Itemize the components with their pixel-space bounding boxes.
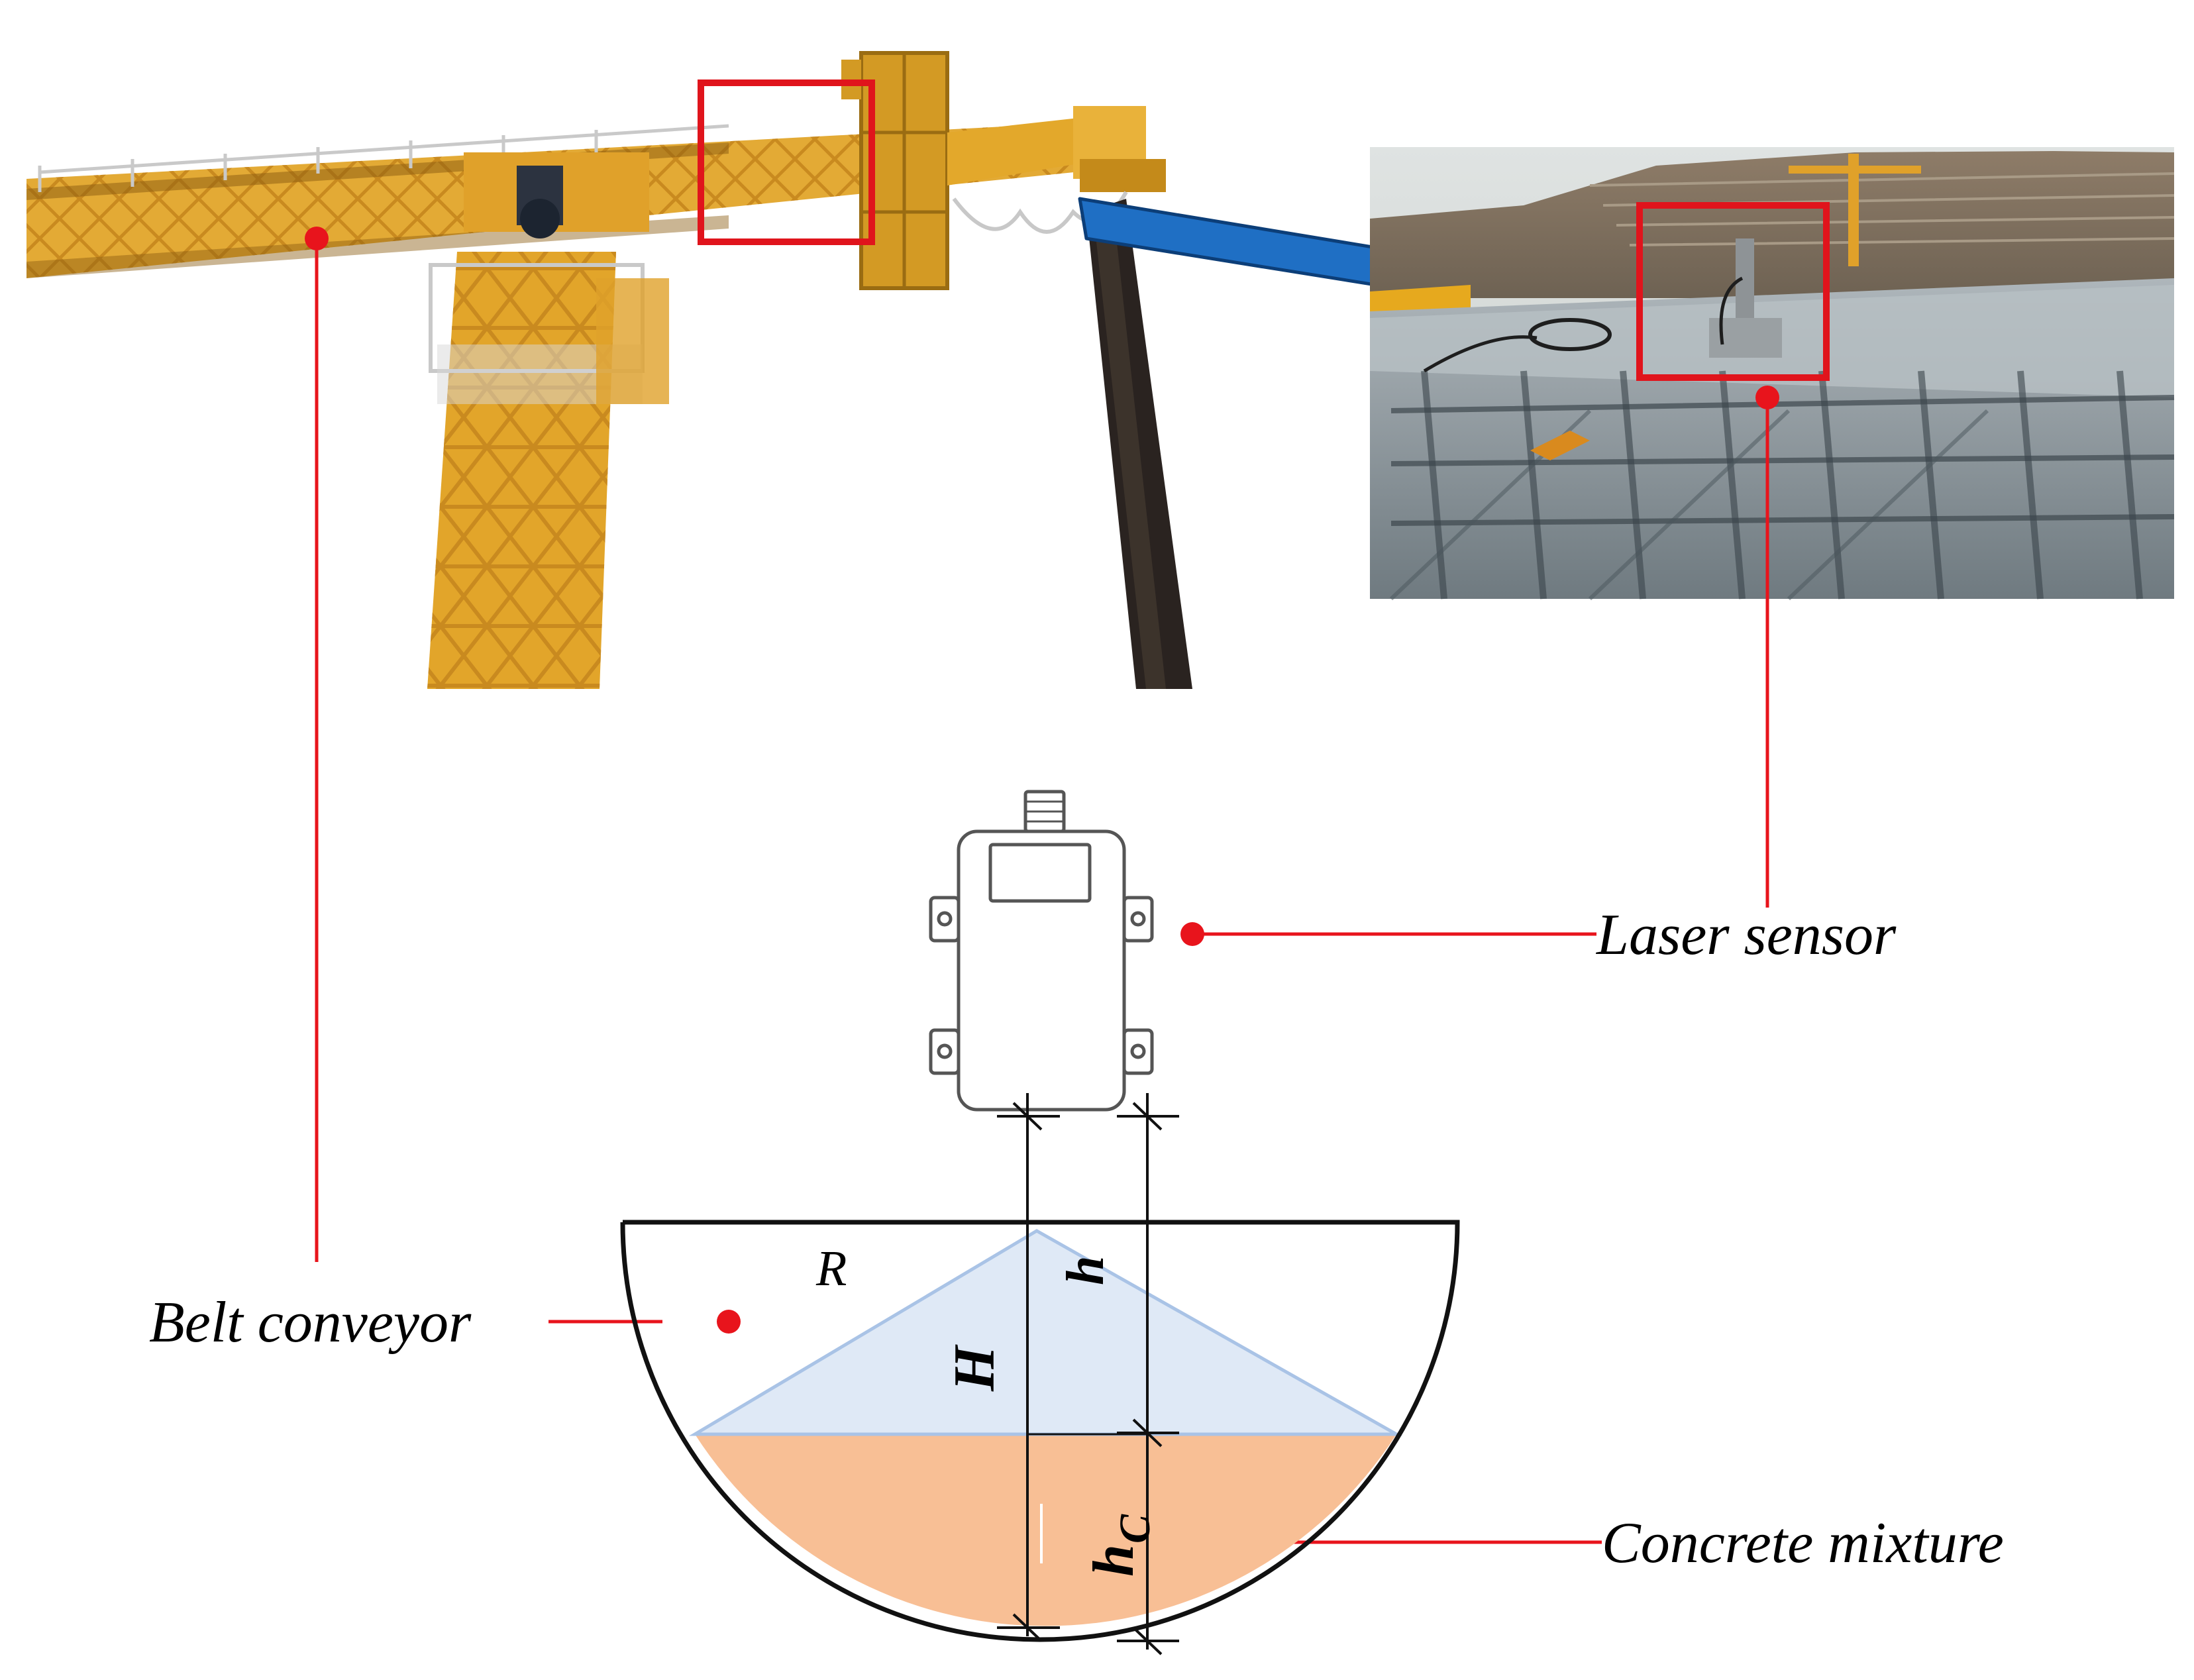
conveyor-cross-section xyxy=(620,1093,1460,1655)
crane-photo xyxy=(26,51,1192,689)
belt-trough-outline xyxy=(620,1220,1460,1642)
laser-sensor-icon xyxy=(929,790,1154,1112)
photo-callout-dot xyxy=(1755,386,1779,409)
total-height-label: H xyxy=(943,1344,1007,1392)
sensor-site-photo xyxy=(1370,147,2175,601)
crane-callout-dot xyxy=(305,227,329,250)
crane-sensor-highlight-box xyxy=(698,79,875,245)
concrete-height-subscript: C xyxy=(1111,1514,1159,1544)
belt-conveyor-callout-dot xyxy=(717,1310,741,1334)
radius-label: R xyxy=(815,1241,847,1296)
laser-sensor-callout-dot xyxy=(1180,922,1204,946)
concrete-height-main-letter: h xyxy=(1082,1544,1146,1577)
callout-lines xyxy=(315,238,1769,1544)
concrete-mixture-label: Concrete mixture xyxy=(1602,1511,2004,1575)
laser-sensor-label: Laser sensor xyxy=(1595,903,1897,967)
sensor-location-highlight-box xyxy=(1636,202,1830,381)
belt-conveyor-label: Belt conveyor xyxy=(149,1290,472,1355)
callout-dots xyxy=(305,227,1779,1554)
concrete-height-label: h C xyxy=(1082,1514,1159,1577)
cone-height-label: h xyxy=(1057,1256,1115,1286)
material-cone xyxy=(688,1229,1403,1436)
